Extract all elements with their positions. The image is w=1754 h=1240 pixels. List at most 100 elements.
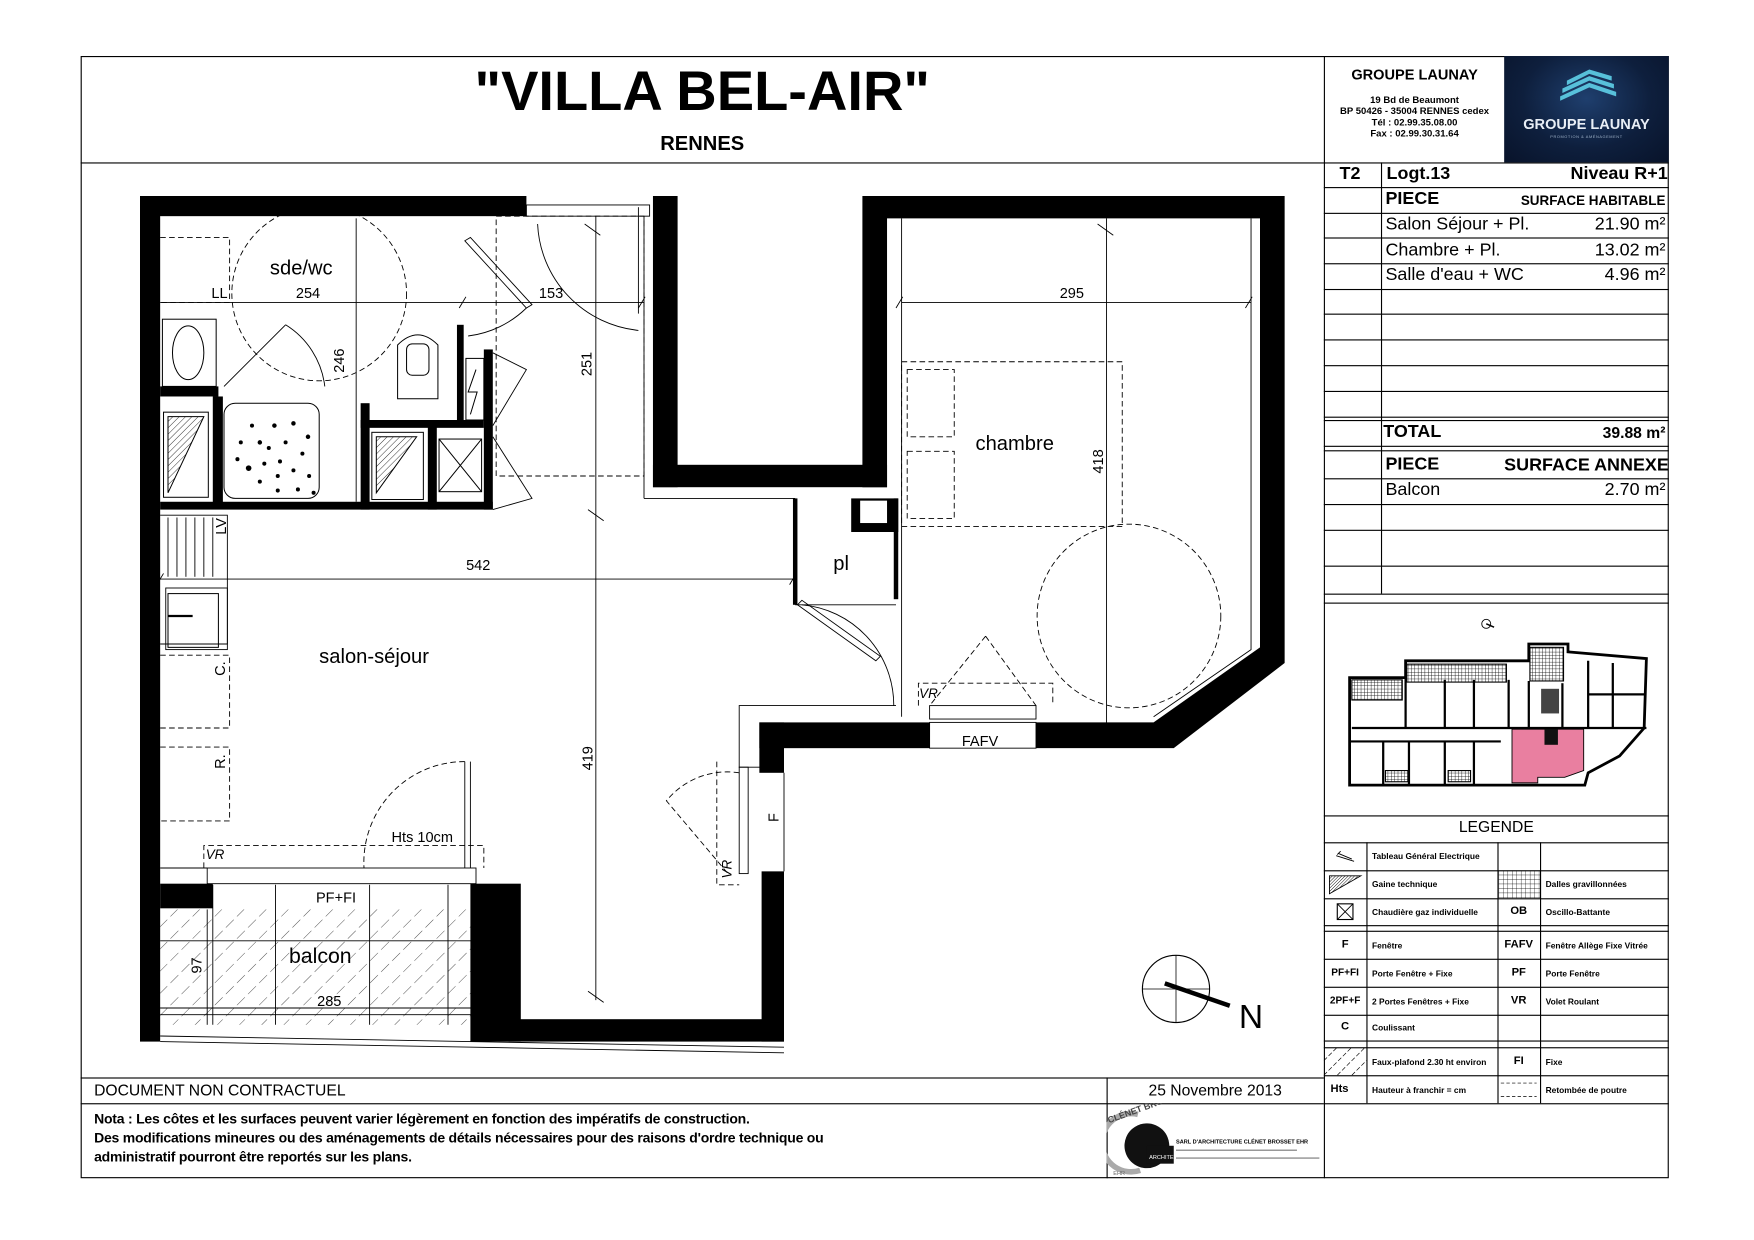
room-label-pl: pl [833, 553, 849, 575]
ll-label: LL [211, 286, 227, 302]
logo-tagline: PROMOTION & AMÉNAGEMENT [1550, 134, 1623, 139]
legend-text: Fixe [1545, 1057, 1563, 1068]
legend-code: FI [1513, 1055, 1524, 1068]
legend-text: Fenêtre Allège Fixe Vitrée [1545, 940, 1648, 951]
c-label: C. [213, 661, 229, 676]
dashed-elements [160, 205, 1222, 886]
legend-text: Gaine technique [1372, 879, 1438, 890]
legend-text: Chaudière gaz individuelle [1372, 907, 1478, 918]
dimension-lines [156, 216, 1253, 1025]
sink-icon [161, 318, 217, 387]
legend-code: FAFV [1504, 938, 1534, 951]
gravel-slab-icon [1498, 870, 1540, 899]
key-plan-compass-icon [1481, 618, 1495, 629]
legend-code: VR [1510, 994, 1527, 1007]
unit-number: Logt.13 [1386, 164, 1451, 184]
f-label: F [766, 813, 782, 822]
nota-line: Nota : Les côtes et les surfaces peuvent… [94, 1111, 750, 1127]
room-label-salon: salon-séjour [319, 646, 429, 668]
divider [80, 1077, 1324, 1079]
lv-stripes [167, 517, 214, 577]
piece-header: PIECE [1385, 189, 1440, 209]
dimension-418: 418 [1091, 449, 1107, 473]
divider [80, 162, 1669, 164]
room-label-balcon: balcon [289, 944, 352, 968]
gas-boiler-icon [438, 438, 483, 493]
false-ceiling-hatch-icon [1323, 1047, 1367, 1076]
shower-tray-icon [223, 402, 320, 499]
room-surface: 13.02 m² [1594, 240, 1666, 260]
legend-text: Hauteur à franchir = cm [1372, 1085, 1467, 1096]
architect-name: SARL D'ARCHITECTURE CLÉNET BROSSET EHR [1176, 1138, 1308, 1146]
dimension-153: 153 [539, 286, 563, 302]
address-line: BP 50426 - 35004 RENNES cedex [1340, 105, 1490, 117]
address-line: 19 Bd de Beaumont [1370, 94, 1459, 106]
surface-annexe-header: SURFACE ANNEXE [1504, 455, 1669, 475]
nota-text: Nota : Les côtes et les surfaces peuvent… [94, 1110, 824, 1167]
fafv-label: FAFV [962, 734, 999, 750]
pffi-label: PF+FI [316, 891, 356, 907]
room-label-chambre: chambre [976, 433, 1054, 455]
legend-text: Tableau Général Electrique [1372, 851, 1480, 862]
room-surface: 4.96 m² [1604, 265, 1666, 285]
dimension-285: 285 [317, 994, 341, 1010]
nota-line: Des modifications mineures ou des aménag… [94, 1130, 824, 1146]
dimension-246: 246 [332, 348, 348, 372]
unit-level: Niveau R+1 [1570, 164, 1668, 184]
divider [80, 1103, 1324, 1105]
piece-header: PIECE [1385, 454, 1440, 474]
legend-code: OB [1510, 904, 1528, 918]
legend-text: 2 Portes Fenêtres + Fixe [1372, 996, 1469, 1007]
surface-habitable-header: SURFACE HABITABLE [1520, 192, 1666, 209]
architect-logo-ring: EHR [1113, 1171, 1125, 1177]
vr-label: VR [919, 686, 938, 701]
kitchen-sink-icon [167, 593, 219, 648]
balcony-area [160, 884, 785, 1054]
phone-line: Tél : 02.99.35.08.00 [1371, 116, 1458, 128]
electric-panel-icon [467, 369, 478, 415]
legend-text: Coulissant [1372, 1022, 1415, 1033]
legend-text: Fenêtre [1372, 940, 1403, 951]
fixtures [161, 318, 485, 648]
vr-label: VR [206, 847, 225, 862]
wc-icon [397, 334, 439, 400]
total-label: TOTAL [1383, 422, 1442, 442]
electric-panel-icon [1336, 850, 1355, 862]
legend-code: C [1341, 1020, 1350, 1033]
architect-logo-sub: ARCHITECTES [1149, 1155, 1189, 1161]
legend-code: F [1341, 938, 1349, 951]
legend-code: Hts [1330, 1083, 1349, 1096]
room-surface: 21.90 m² [1594, 215, 1666, 235]
project-city: RENNES [660, 132, 745, 155]
groupe-launay-logo: GROUPE LAUNAY PROMOTION & AMÉNAGEMENT [1504, 56, 1669, 163]
project-title: "VILLA BEL-AIR" [474, 59, 930, 123]
total-value: 39.88 m² [1602, 423, 1666, 442]
room-name: Salon Séjour + Pl. [1385, 215, 1530, 235]
dimension-254: 254 [296, 286, 320, 302]
beam-drop-dashed-icon [1500, 1082, 1537, 1097]
nota-line: administratif pourront être reportés sur… [94, 1149, 412, 1165]
legend-text: Dalles gravillonnées [1545, 879, 1627, 890]
plan-date: 25 Novembre 2013 [1148, 1080, 1282, 1099]
sink-basin-icon [171, 325, 205, 381]
legend-text: Retombée de poutre [1545, 1085, 1627, 1096]
room-surface: 2.70 m² [1604, 480, 1666, 500]
plan-annotations: LL 254 153 295 542 285 Hts 10cm PF+FI FA… [190, 286, 1108, 1010]
dimension-419: 419 [580, 746, 596, 770]
legend-text: Oscillo-Battante [1545, 907, 1611, 918]
legend-text: Faux-plafond 2.30 ht environ [1372, 1057, 1487, 1068]
lv-label: LV [214, 518, 230, 535]
fax-line: Fax : 02.99.30.31.64 [1370, 127, 1459, 139]
hts-label: Hts 10cm [392, 830, 453, 846]
company-address: 19 Bd de Beaumont BP 50426 - 35004 RENNE… [1324, 94, 1505, 139]
gas-boiler-icon [1336, 903, 1354, 921]
dimension-251: 251 [579, 352, 595, 376]
legend-title: LEGENDE [1458, 817, 1534, 836]
room-name: Chambre + Pl. [1385, 240, 1501, 260]
room-name: Balcon [1385, 480, 1441, 500]
thin-lines [160, 204, 1252, 885]
north-arrow-icon: N [1141, 954, 1263, 1036]
sheet-frame [80, 56, 1669, 1179]
r-label: R. [213, 754, 229, 769]
